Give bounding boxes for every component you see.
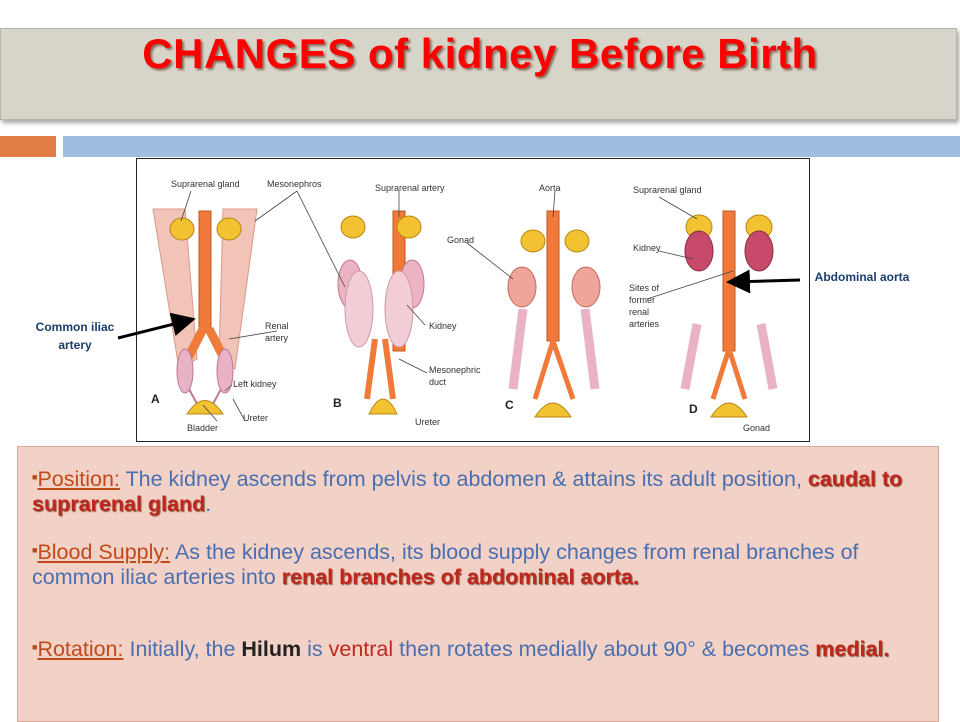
- label-kidney: Kidney: [429, 321, 457, 331]
- kidney-diagram-svg: Suprarenal gland Mesonephros Suprarenal …: [151, 179, 778, 433]
- point-blood-supply: ■Blood Supply: As the kidney ascends, it…: [32, 540, 938, 589]
- annotation-common-iliac: Common iliac artery: [30, 318, 120, 354]
- point-emphasis-blood-supply: renal branches of abdominal aorta.: [281, 565, 639, 590]
- accent-bar-orange: [0, 136, 56, 157]
- kidney-development-figure: Suprarenal gland Mesonephros Suprarenal …: [136, 158, 810, 442]
- panel-letter-d: D: [689, 402, 698, 416]
- point-rotation: ■Rotation: Initially, the Hilum is ventr…: [32, 637, 889, 662]
- label-sites-former-1: Sites of: [629, 283, 660, 293]
- label-renal-artery-1: Renal: [265, 321, 289, 331]
- panel-letter-b: B: [333, 396, 342, 410]
- panel-letter-c: C: [505, 398, 514, 412]
- title-box: [0, 28, 957, 120]
- point-position: ■Position: The kidney ascends from pelvi…: [32, 467, 938, 516]
- annotation-abdominal-aorta: Abdominal aorta: [814, 270, 910, 284]
- label-kidney-d: Kidney: [633, 243, 661, 253]
- point-text-rotation-1: Initially, the: [123, 637, 242, 661]
- arrow-abdominal-aorta: [726, 269, 801, 294]
- label-mesonephros: Mesonephros: [267, 179, 322, 189]
- panel-letter-a: A: [151, 392, 160, 406]
- accent-bar-blue: [63, 136, 960, 157]
- label-suprarenal-gland: Suprarenal gland: [171, 179, 240, 189]
- content-box: ■Position: The kidney ascends from pelvi…: [17, 446, 939, 722]
- bullet-icon: ■: [32, 472, 38, 483]
- annotation-common-iliac-line1: Common iliac: [35, 320, 115, 334]
- point-text-rotation-3: then rotates medially about 90° & become…: [393, 637, 816, 661]
- label-suprarenal-gland-d: Suprarenal gland: [633, 185, 702, 195]
- label-left-kidney: Left kidney: [233, 379, 277, 389]
- bullet-icon: ■: [32, 642, 38, 653]
- point-heading-position: Position:: [37, 467, 120, 491]
- point-tail-position: .: [205, 492, 212, 517]
- point-heading-rotation: Rotation:: [37, 637, 124, 661]
- page-title: CHANGES of kidney Before Birth: [142, 30, 818, 77]
- label-suprarenal-artery: Suprarenal artery: [375, 183, 445, 193]
- annotation-common-iliac-line2: artery: [58, 338, 92, 352]
- label-bladder: Bladder: [187, 423, 218, 433]
- label-ureter-2: Ureter: [415, 417, 440, 427]
- label-gonad: Gonad: [447, 235, 474, 245]
- label-mesonephric-2: duct: [429, 377, 447, 387]
- point-heading-blood-supply: Blood Supply:: [37, 540, 171, 564]
- label-renal-artery-2: artery: [265, 333, 289, 343]
- panel-d: [680, 210, 778, 418]
- label-mesonephric-1: Mesonephric: [429, 365, 481, 375]
- label-ureter: Ureter: [243, 413, 268, 423]
- panel-c: [507, 210, 601, 418]
- diagram-labels: Suprarenal gland Mesonephros Suprarenal …: [171, 179, 770, 433]
- label-sites-former-3: renal: [629, 307, 649, 317]
- label-sites-former-4: arteries: [629, 319, 660, 329]
- point-emphasis-rotation: medial.: [815, 637, 890, 661]
- point-text-position: The kidney ascends from pelvis to abdome…: [119, 467, 808, 491]
- point-ventral: ventral: [328, 637, 394, 661]
- point-text-blood-supply: As the kidney ascends, its blood supply …: [32, 540, 859, 590]
- point-emphasis-position: caudal to suprarenal gland: [32, 467, 903, 517]
- point-text-rotation-2: is: [301, 637, 329, 661]
- label-sites-former-2: former: [629, 295, 655, 305]
- leader-lines: [180, 190, 734, 422]
- arrow-common-iliac: [117, 312, 196, 340]
- label-aorta: Aorta: [539, 183, 561, 193]
- point-hilum: Hilum: [241, 637, 302, 661]
- bullet-icon: ■: [32, 545, 38, 556]
- panel-letters: A B C D: [151, 392, 698, 416]
- label-gonad-d: Gonad: [743, 423, 770, 433]
